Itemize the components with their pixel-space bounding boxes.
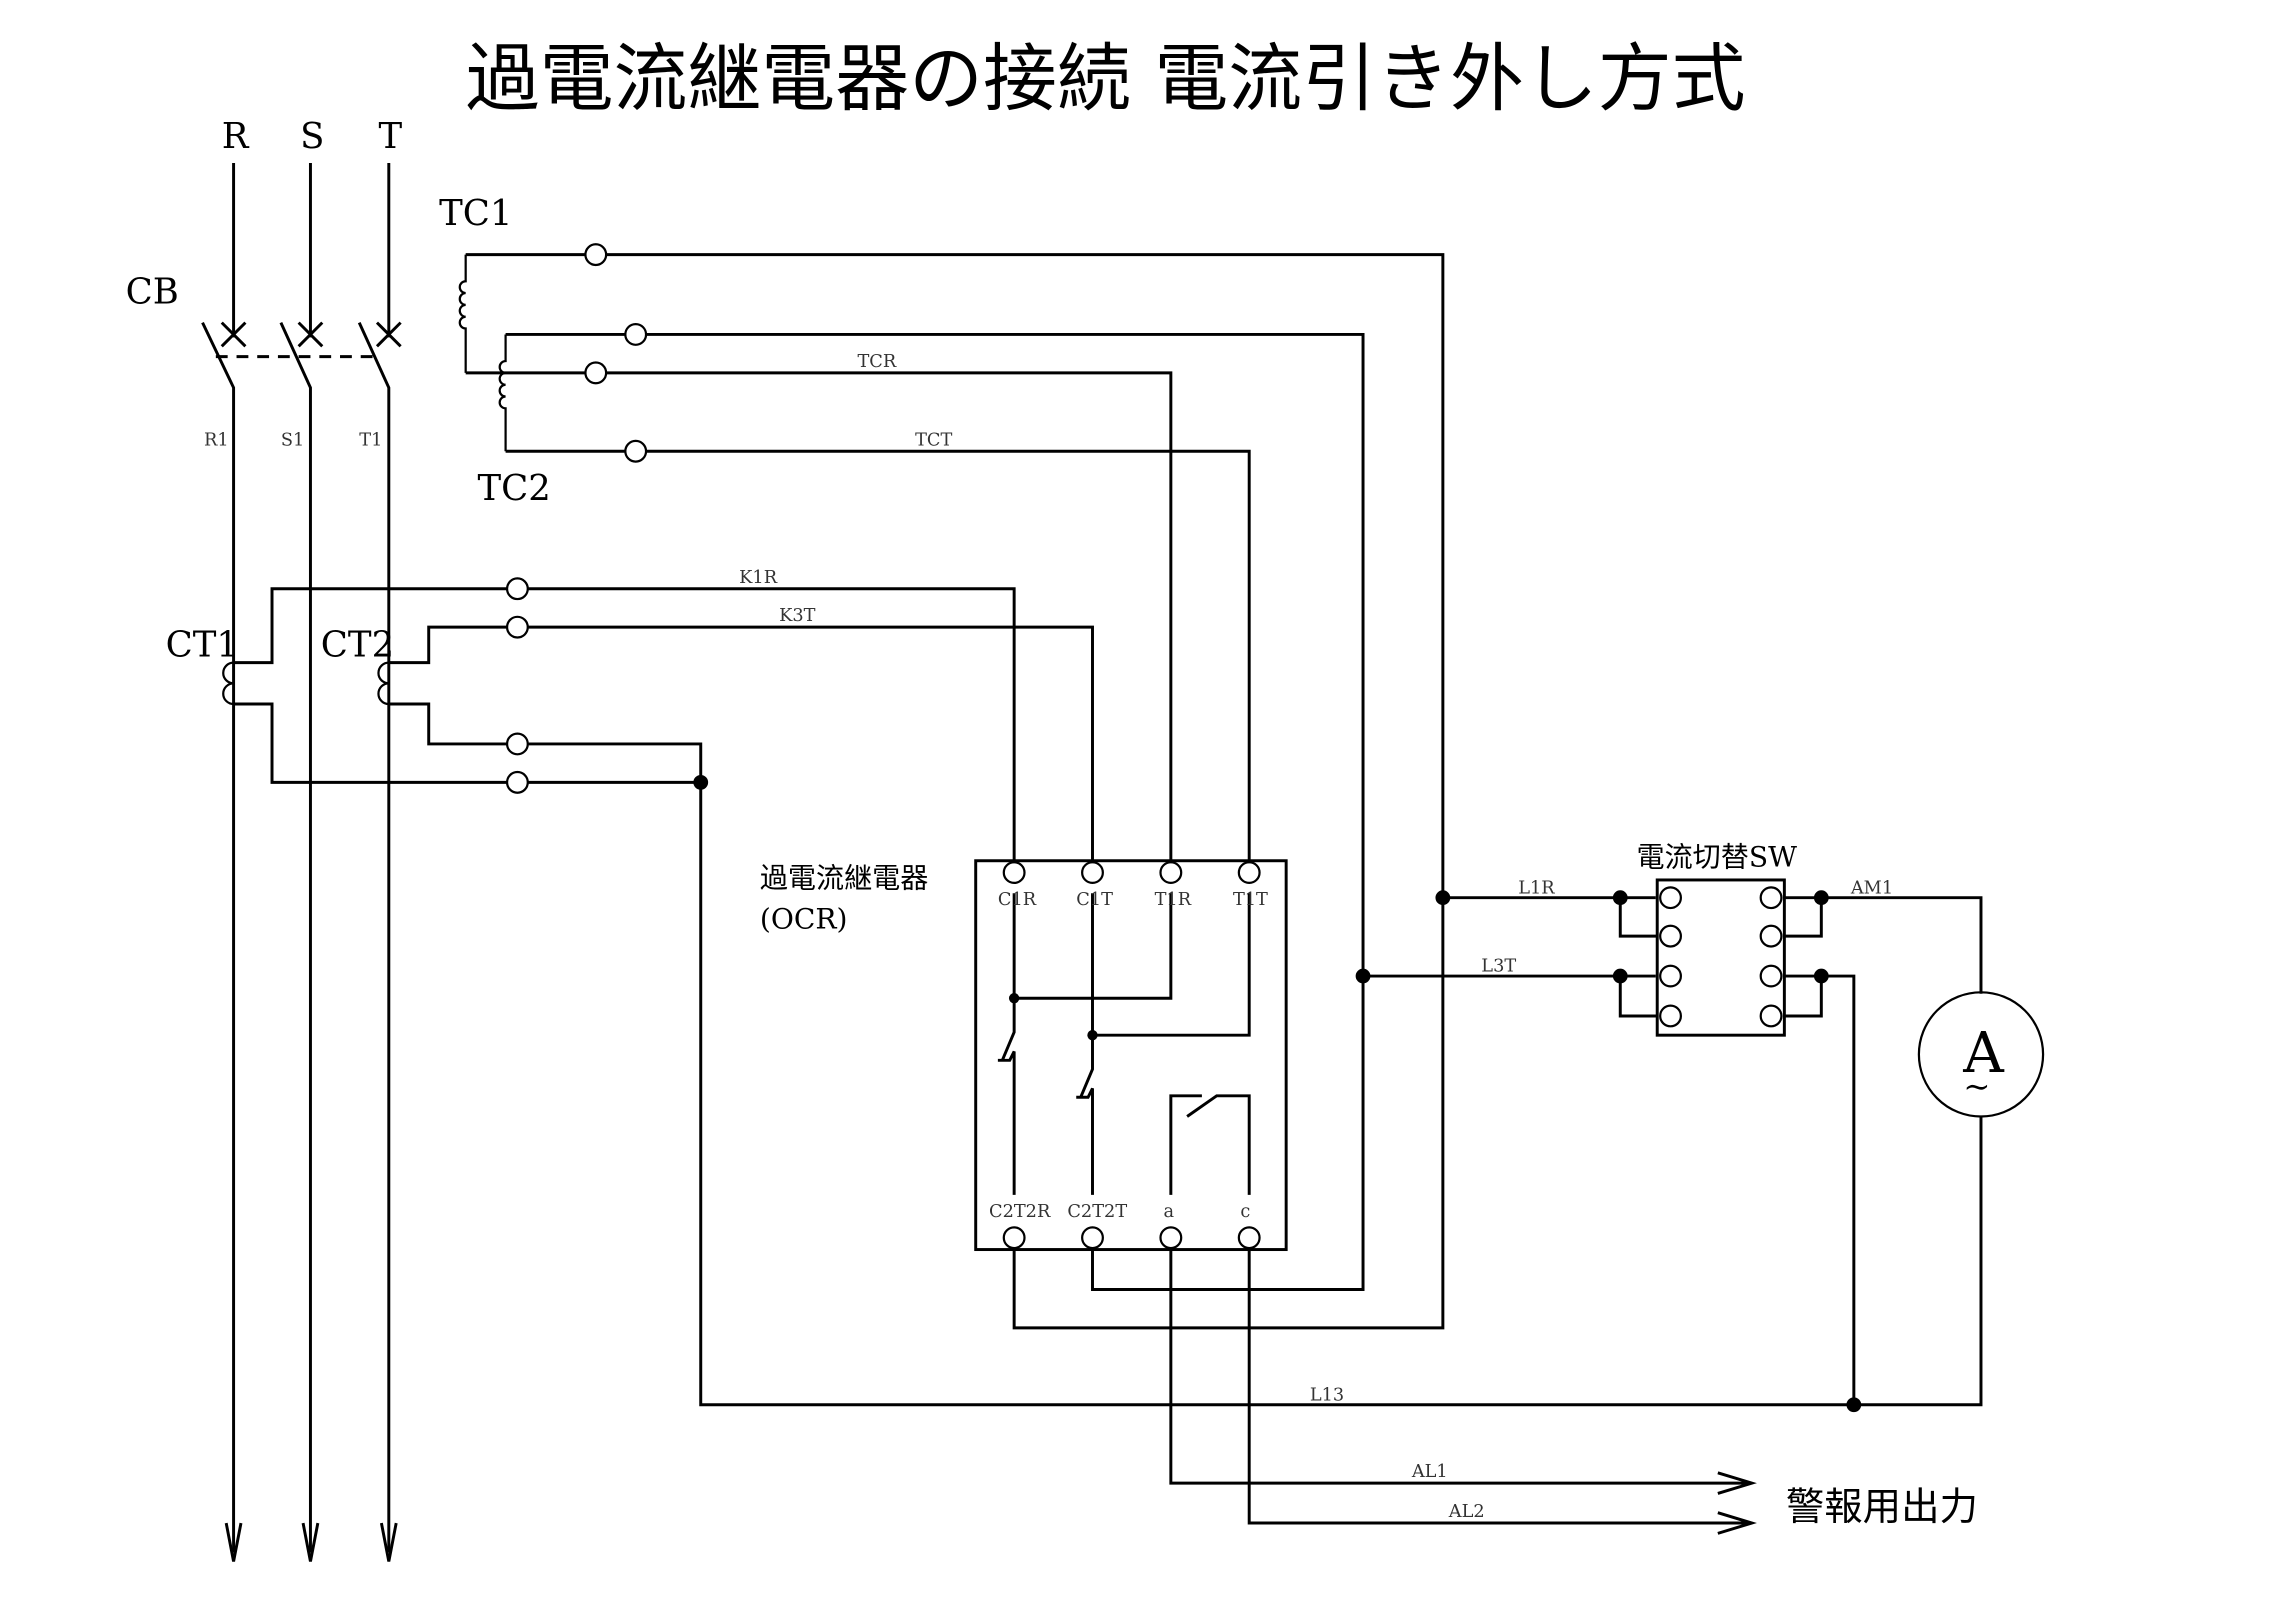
ocr-terminal-c2t2r: C2T2R [989,1202,1051,1222]
ocr-terminal-c: c [1240,1202,1250,1222]
trip-coil-label-1: TC1 [439,193,512,234]
ammeter-ac-symbol: ∼ [1963,1067,1990,1105]
ocr-terminal-c1t: C1T [1076,890,1113,910]
wire-label-l13: L13 [1310,1385,1344,1405]
trip-coil-2 [498,334,507,452]
wire-label-l1r: L1R [1518,878,1555,898]
ocr-abbr: (OCR) [760,903,848,936]
phase-label-r: R [222,116,250,157]
trip-coil-1 [458,254,467,373]
wire-label-tcr: TCR [857,352,896,372]
ct-1-coil [222,661,234,706]
ocr-terminal-t1t: T1T [1233,890,1268,910]
ammeter-symbol: A [1962,1021,2005,1086]
ct-label-2: CT2 [321,625,394,666]
wire-label-k3t: K3T [779,606,816,626]
phase-label-s: S [300,116,324,157]
ammeter [1917,991,2045,1118]
ct-label-1: CT1 [166,625,239,666]
alarm-output-label: 警報用出力 [1786,1485,1978,1530]
ocr-internal [997,893,1251,1195]
ocr-terminal-t1r: T1R [1155,890,1192,910]
wire-label-al1: AL1 [1411,1462,1448,1482]
load-label-s1: S1 [281,430,304,450]
wire-label-al2: AL2 [1448,1502,1485,1522]
switch-label: 電流切替SW [1637,841,1798,874]
current-switch[interactable] [1655,878,1786,1037]
wire-label-tct: TCT [915,430,952,450]
breaker-label: CB [126,271,179,312]
ct-2-coil [377,661,389,706]
wire-label-k1r: K1R [739,568,778,588]
ocr-name: 過電流継電器 [760,861,928,894]
ocr-terminal-a: a [1163,1202,1174,1222]
wire-label-am1: AM1 [1850,878,1893,898]
trip-coil-label-2: TC2 [478,468,551,509]
wire-label-l3t: L3T [1481,957,1516,977]
phase-label-t: T [378,116,402,157]
load-label-t1: T1 [359,430,382,450]
diagram-title: 過電流継電器の接続 電流引き外し方式 [466,36,1746,122]
phase-lines [201,162,402,1562]
load-label-r1: R1 [204,430,229,450]
ocr-terminal-c2t2t: C2T2T [1067,1202,1127,1222]
ocr-terminal-c1r: C1R [998,890,1037,910]
ocr-box [974,859,1288,1252]
